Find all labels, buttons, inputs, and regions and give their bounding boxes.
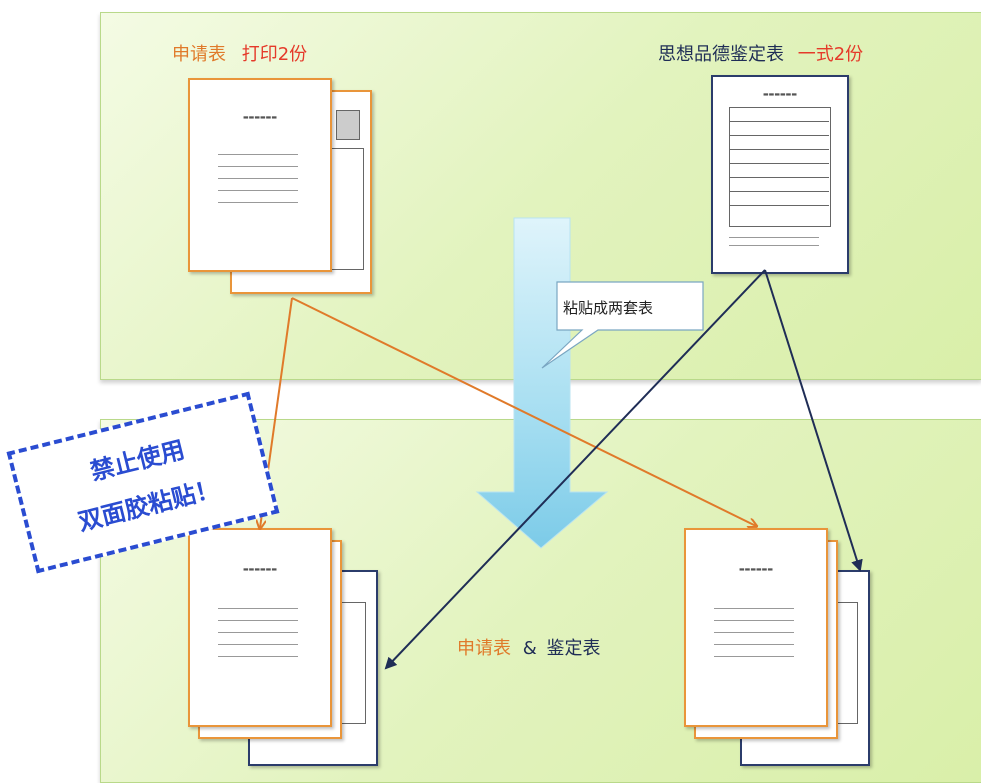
callout-label: 粘贴成两套表 bbox=[563, 299, 654, 317]
combined-appraisal-text: 鉴定表 bbox=[546, 638, 601, 659]
appraisal-form-text: 思想品德鉴定表 bbox=[658, 44, 784, 65]
application-form-front-sheet: ▬▬▬▬▬▬ bbox=[188, 78, 332, 272]
print-copies-text: 打印2份 bbox=[241, 44, 308, 65]
combined-set-label: 申请表 & 鉴定表 bbox=[457, 634, 601, 660]
combined-set-right-application-front: ▬▬▬▬▬▬ bbox=[684, 528, 828, 727]
orange-arrow-to-right-set bbox=[291, 297, 756, 526]
appraisal-form-label: 思想品德鉴定表 一式2份 bbox=[658, 40, 863, 66]
combined-amp: & bbox=[522, 638, 537, 659]
combined-form-text: 申请表 bbox=[457, 638, 511, 659]
big-down-arrow bbox=[475, 217, 609, 549]
callout-bubble bbox=[541, 281, 704, 369]
application-form-text: 申请表 bbox=[172, 44, 226, 65]
navy-arrow-to-left-set bbox=[384, 269, 766, 670]
combined-set-left-application-front: ▬▬▬▬▬▬ bbox=[188, 528, 332, 727]
appraisal-form-sheet: ▬▬▬▬▬▬ bbox=[711, 75, 849, 274]
appraisal-copies-text: 一式2份 bbox=[797, 44, 864, 65]
application-form-label: 申请表 打印2份 bbox=[172, 40, 307, 66]
navy-arrow-to-right-set bbox=[764, 269, 863, 572]
